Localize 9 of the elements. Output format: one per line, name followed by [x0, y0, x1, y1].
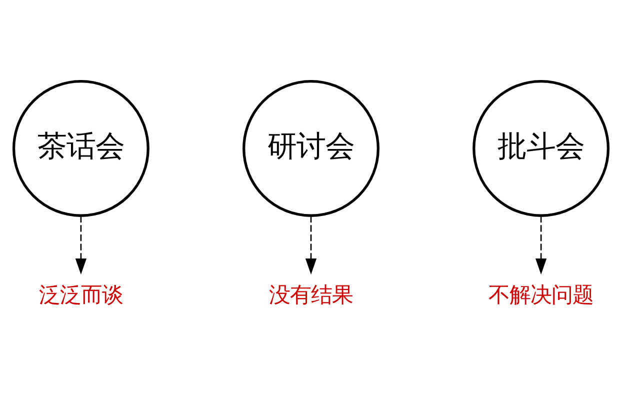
arrow — [75, 216, 87, 274]
node-text: 没有结果 — [269, 282, 353, 308]
node-text: 泛泛而谈 — [38, 282, 123, 308]
node-circle: 研讨会 — [242, 80, 380, 217]
arrow — [535, 216, 547, 274]
node-text: 不解决问题 — [488, 282, 594, 308]
arrow — [305, 216, 317, 274]
node-circle: 批斗会 — [472, 80, 610, 217]
node-circle: 茶话会 — [12, 80, 150, 217]
